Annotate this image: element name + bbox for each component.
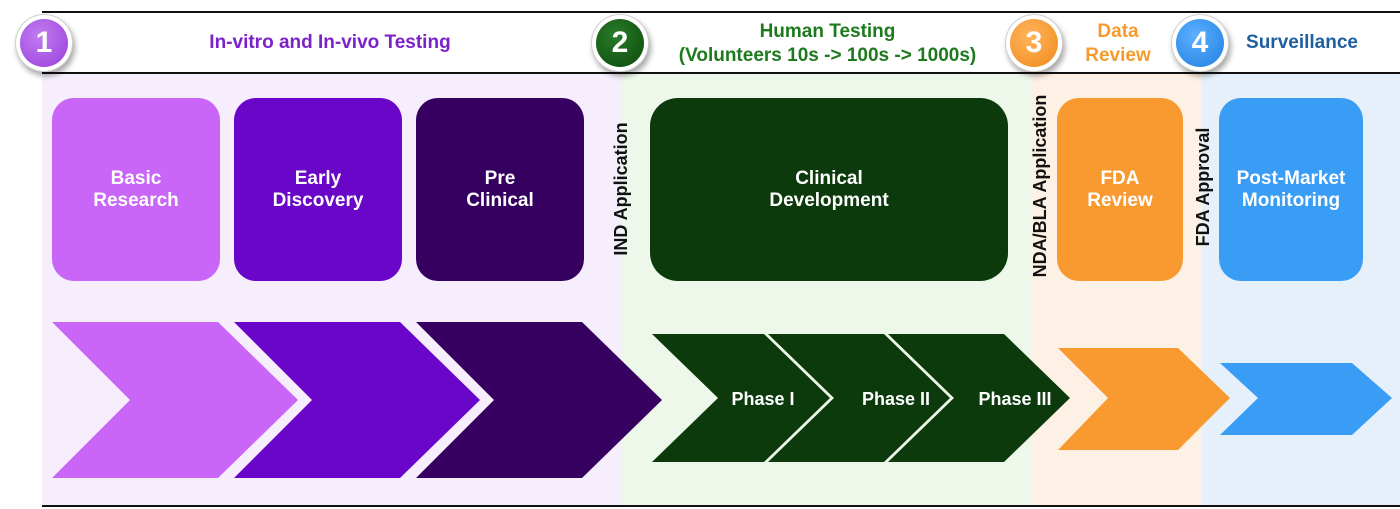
stage-4-badge: 4 bbox=[1176, 19, 1224, 67]
phase-2-label: Phase II bbox=[862, 389, 930, 409]
box-post-market-monitoring: Post-Market Monitoring bbox=[1219, 98, 1363, 281]
header-bottom-line bbox=[42, 72, 1400, 74]
stage-3-badge: 3 bbox=[1010, 19, 1058, 67]
stage-3-title-line1: Data bbox=[1097, 21, 1139, 42]
box-fda-review: FDA Review bbox=[1057, 98, 1183, 281]
stage-1-title: In-vitro and In-vivo Testing bbox=[209, 32, 451, 53]
chevron-phase-3 bbox=[888, 334, 1070, 462]
stage-2-title-line2: (Volunteers 10s -> 100s -> 1000s) bbox=[678, 45, 977, 66]
chevron-phase-1 bbox=[652, 334, 830, 462]
chevron-pre-clinical bbox=[416, 322, 662, 478]
stage-2-badge: 2 bbox=[596, 19, 644, 67]
chevron-fda-review bbox=[1058, 348, 1230, 450]
stage-2-title: Human Testing (Volunteers 10s -> 100s ->… bbox=[655, 20, 1000, 68]
chevron-phase-2 bbox=[768, 334, 950, 462]
box-pre-clinical: Pre Clinical bbox=[416, 98, 584, 281]
stage-1-badge: 1 bbox=[20, 19, 68, 67]
phase-3-label: Phase III bbox=[978, 389, 1051, 409]
box-early-discovery: Early Discovery bbox=[234, 98, 402, 281]
footer-line bbox=[42, 505, 1400, 507]
chevron-early-discovery bbox=[234, 322, 480, 478]
box-basic-research: Basic Research bbox=[52, 98, 220, 281]
stage-3-title-line2: Review bbox=[1085, 45, 1151, 66]
chevron-basic-research bbox=[52, 322, 298, 478]
stage-2-title-line1: Human Testing bbox=[759, 21, 896, 42]
chevron-post-market bbox=[1220, 363, 1392, 435]
stage-4-title: Surveillance bbox=[1246, 32, 1358, 53]
header-top-line bbox=[42, 11, 1400, 13]
phase-1-label: Phase I bbox=[731, 389, 794, 409]
stage-3-title: Data Review bbox=[1068, 20, 1168, 68]
box-clinical-development: Clinical Development bbox=[650, 98, 1008, 281]
